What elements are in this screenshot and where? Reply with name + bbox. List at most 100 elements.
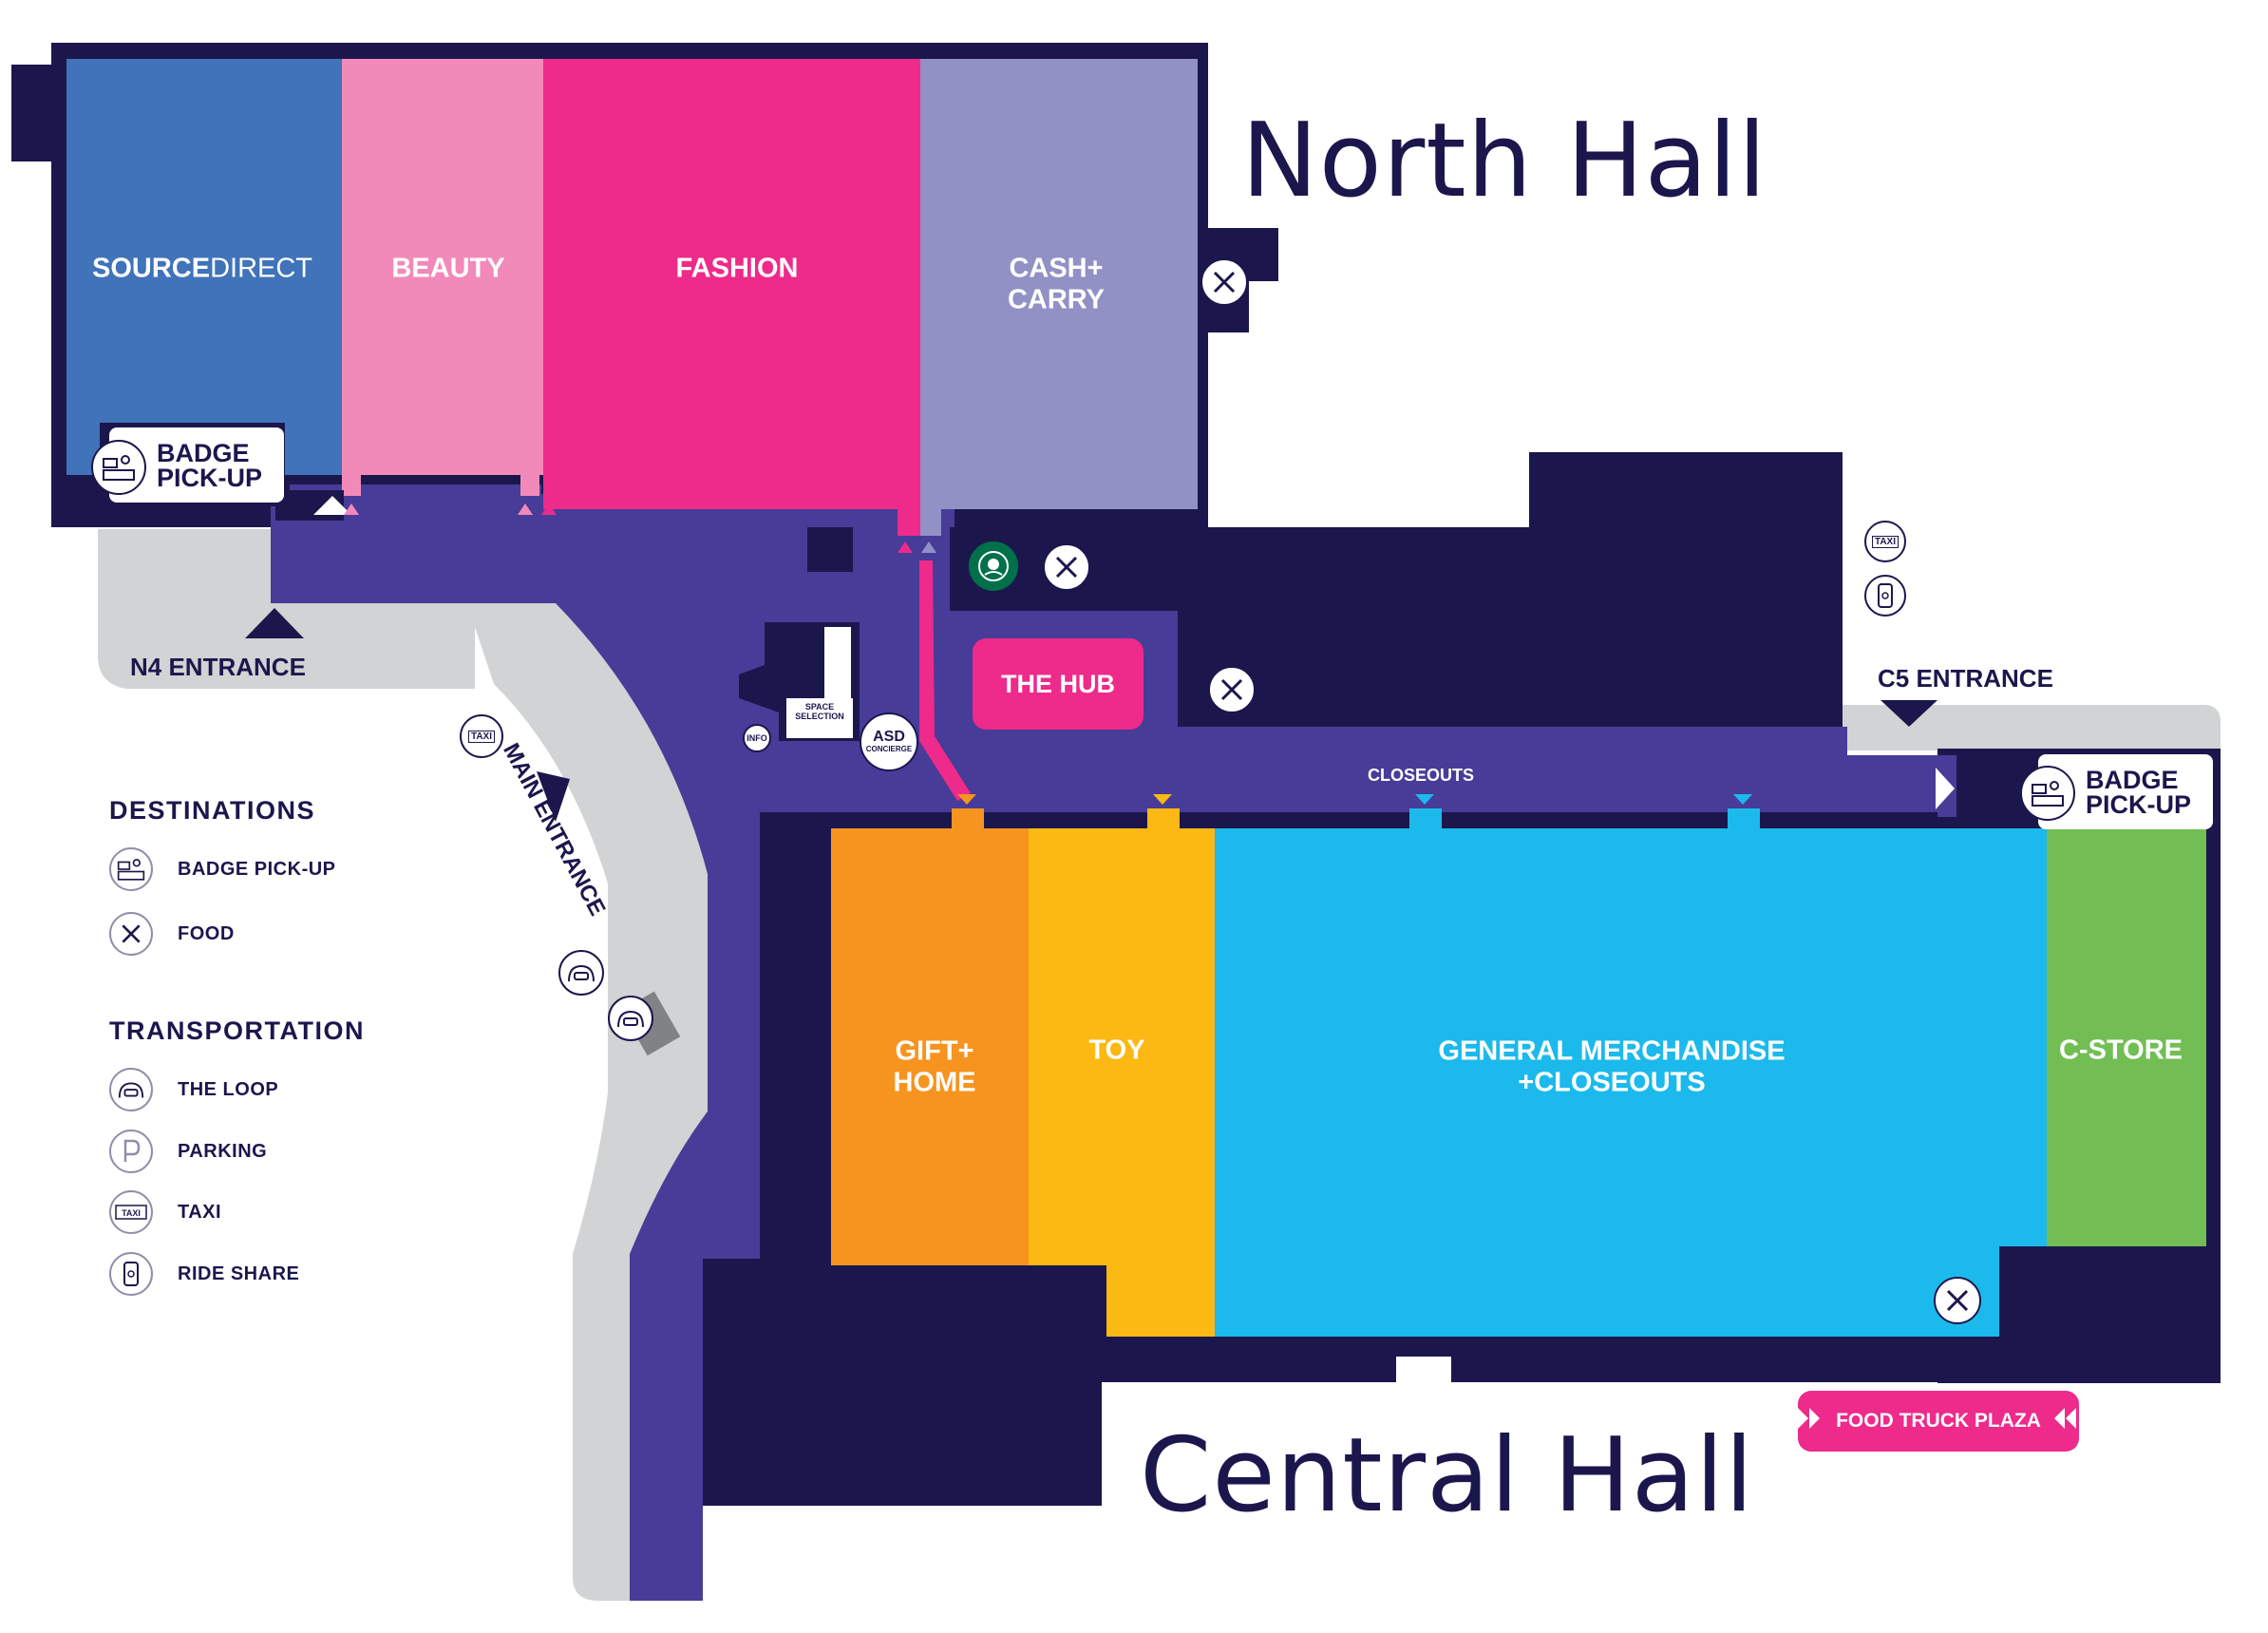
legend-transportation-heading: TRANSPORTATION <box>109 1016 365 1045</box>
badge-pickup-central-label: BADGE PICK-UP <box>2086 766 2192 820</box>
info-icon[interactable]: INFO <box>743 724 771 752</box>
zone-toy-extension <box>1106 1263 1215 1337</box>
taxi-icon[interactable]: TAXI <box>460 714 503 758</box>
taxi-icon[interactable]: TAXI <box>1864 521 1906 562</box>
arrow-north-3 <box>518 503 533 515</box>
merch-cutout <box>1999 1246 2047 1337</box>
legend-item-ride-share[interactable]: RIDE SHARE <box>109 1250 299 1298</box>
loop-icon[interactable] <box>558 950 604 996</box>
loop-icon <box>109 1068 153 1111</box>
closeouts-label: CLOSEOUTS <box>1368 766 1475 785</box>
arrow-north-6 <box>921 541 936 553</box>
fashion-door-notch <box>543 475 560 496</box>
door-tab-merch-1 <box>1409 808 1442 831</box>
loop-icon[interactable] <box>608 996 653 1041</box>
cash-notch <box>920 509 941 536</box>
zone-label-toy[interactable]: TOY <box>1088 1035 1145 1066</box>
legend-item-badge-pickup[interactable]: BADGE PICK-UP <box>109 845 336 893</box>
double-chevron-left-icon <box>2053 1408 2079 1434</box>
legend-item-food[interactable]: FOOD <box>109 910 235 958</box>
door-tab-merch-2 <box>1728 808 1760 831</box>
taxi-sign-label: TAXI <box>467 730 496 743</box>
zone-label-fashion[interactable]: FASHION <box>675 253 799 284</box>
legend-label-taxi: TAXI <box>178 1201 222 1223</box>
double-chevron-right-icon <box>1798 1408 1823 1434</box>
zone-label-c-store[interactable]: C-STORE <box>2059 1035 2183 1066</box>
door-tab-gift <box>952 808 984 831</box>
asd-label: ASD <box>873 729 905 746</box>
c5-walkway <box>1843 705 2221 750</box>
central-hall-title: Central Hall <box>1140 1416 1754 1535</box>
arrow-north-5 <box>898 541 913 553</box>
food-icon[interactable] <box>1200 258 1248 306</box>
zone-sourcedirect <box>66 59 342 475</box>
badge-pickup-icon <box>91 440 146 495</box>
zone-label-beauty[interactable]: BEAUTY <box>391 253 505 284</box>
beauty-door-notch <box>342 475 361 496</box>
zone-label-general-merch[interactable]: GENERAL MERCHANDISE +CLOSEOUTS <box>1438 1035 1786 1098</box>
fashion-notch-right <box>898 509 920 536</box>
badge-pickup-central[interactable]: BADGE PICK-UP <box>2040 756 2211 827</box>
main-entrance-walkway <box>465 598 710 1601</box>
arrow-merch-2 <box>1733 794 1752 805</box>
north-hall-frame-left-tab <box>11 65 59 161</box>
zone-label-sourcedirect[interactable]: SOURCEDIRECT <box>92 253 312 284</box>
arrow-merch-1 <box>1415 794 1434 805</box>
food-icon <box>109 912 153 956</box>
pink-aisle <box>919 560 971 801</box>
badge-pickup-north-label: BADGE PICK-UP <box>157 439 263 493</box>
north-hall-title: North Hall <box>1241 102 1767 220</box>
n4-entrance-arrow[interactable] <box>245 608 304 638</box>
info-label: INFO <box>747 733 767 743</box>
legend-label-the-loop: THE LOOP <box>178 1078 279 1100</box>
legend-label-food: FOOD <box>178 922 235 944</box>
corridor-east-end <box>1843 755 1939 812</box>
arrow-toy <box>1153 794 1172 805</box>
concierge-label: CONCIERGE <box>865 745 913 754</box>
zone-label-gift-home[interactable]: GIFT+ HOME <box>893 1035 976 1098</box>
arrow-north-4 <box>541 503 557 515</box>
space-selection-sign <box>786 698 853 738</box>
c5-entrance-arrow[interactable] <box>1881 700 1937 727</box>
space-selection-label: SPACE SELECTION <box>795 702 844 721</box>
corridor-east-strip <box>1178 727 1847 812</box>
main-entrance-arrow[interactable] <box>537 771 570 822</box>
zone-c-store <box>2047 828 2206 1246</box>
zone-beauty <box>342 59 543 475</box>
zone-general-merch <box>1215 828 2047 1337</box>
zone-fashion <box>543 59 920 509</box>
legend-label-ride-share: RIDE SHARE <box>178 1263 300 1284</box>
c5-entrance-label[interactable]: C5 ENTRANCE <box>1878 664 2053 693</box>
food-truck-plaza-button[interactable]: FOOD TRUCK PLAZA <box>1798 1391 2079 1452</box>
parking-icon <box>109 1130 153 1173</box>
taxi-sign-label: TAXI <box>1871 535 1899 548</box>
upper-central-tall <box>1529 452 1843 542</box>
food-icon[interactable] <box>1934 1277 1981 1324</box>
food-truck-plaza-label: FOOD TRUCK PLAZA <box>1836 1410 2041 1432</box>
asd-concierge-icon[interactable]: ASD CONCIERGE <box>860 712 918 771</box>
beauty-door-notch2 <box>520 475 539 496</box>
the-hub-button[interactable]: THE HUB <box>973 638 1143 730</box>
ride-share-icon[interactable] <box>1864 575 1906 617</box>
food-icon[interactable] <box>1208 666 1256 713</box>
zone-cash-carry <box>920 59 1198 509</box>
badge-pickup-icon <box>109 847 153 891</box>
legend-item-the-loop[interactable]: THE LOOP <box>109 1066 278 1113</box>
door-tab-toy <box>1147 808 1180 831</box>
sourcedirect-light: DIRECT <box>210 253 313 284</box>
legend-item-parking[interactable]: PARKING <box>109 1128 267 1175</box>
food-icon[interactable] <box>1043 543 1090 591</box>
zone-label-cash-carry[interactable]: CASH+ CARRY <box>1007 253 1106 315</box>
n4-entrance-label[interactable]: N4 ENTRANCE <box>130 653 306 681</box>
legend-item-taxi[interactable]: TAXI TAXI <box>109 1188 221 1236</box>
the-hub-label: THE HUB <box>1001 669 1115 698</box>
central-lower-left-block <box>703 1259 1102 1506</box>
ride-share-icon <box>109 1252 153 1296</box>
arrow-north-1 <box>313 496 351 515</box>
legend-destinations-heading: DESTINATIONS <box>109 796 316 825</box>
starbucks-logo-icon[interactable] <box>969 541 1018 591</box>
zone-gift-home <box>831 828 1029 1265</box>
zone-toy <box>1029 828 1215 1265</box>
svg-text:TAXI: TAXI <box>122 1208 141 1218</box>
